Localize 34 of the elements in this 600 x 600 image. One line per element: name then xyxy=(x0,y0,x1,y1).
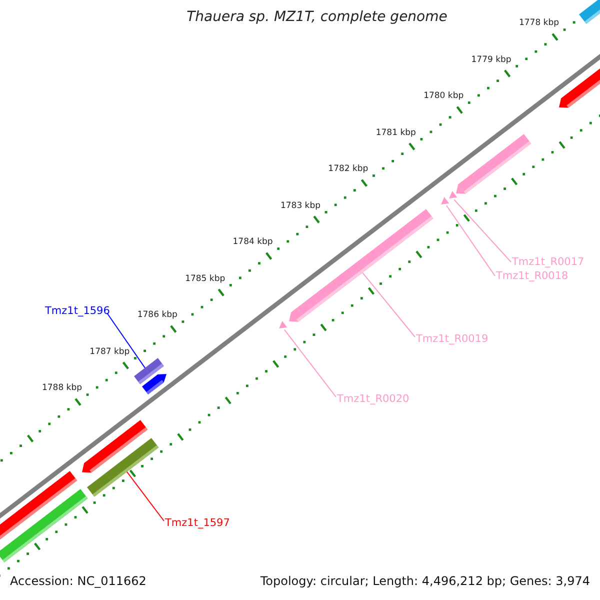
leader-line xyxy=(446,205,496,276)
gene-feature-block xyxy=(456,134,531,194)
scale-label: 1786 kbp xyxy=(137,310,178,320)
scale-label: 1781 kbp xyxy=(376,128,416,138)
leader-line xyxy=(454,199,512,262)
gene-label: Tmz1t_R0019 xyxy=(416,333,488,346)
leader-line xyxy=(284,329,336,398)
footer-note: Topology: circular; Length: 4,496,212 bp; Genes: 3,974 xyxy=(260,574,590,588)
footer-note: Accession: NC_011662 xyxy=(10,574,146,588)
map-title: Thauera sp. MZ1T, complete genome xyxy=(186,9,448,25)
scale-label: 1782 kbp xyxy=(328,164,368,174)
gene-feature-block xyxy=(0,488,88,562)
gene-feature-marker xyxy=(448,191,458,199)
scale-label: 1785 kbp xyxy=(185,274,226,284)
gene-feature-marker xyxy=(279,321,288,329)
gene-feature-marker xyxy=(441,197,450,205)
scale-label: 1780 kbp xyxy=(424,91,464,101)
leader-line xyxy=(362,272,416,338)
gene-label: Tmz1t_R0018 xyxy=(496,270,568,283)
leader-line xyxy=(126,471,164,522)
scale-label: 1788 kbp xyxy=(42,383,82,393)
gene-label: Tmz1t_R0020 xyxy=(337,393,410,406)
gene-feature-block xyxy=(288,208,433,322)
gene-label: Tmz1t_1597 xyxy=(165,517,230,530)
gene-label: Tmz1t_R0017 xyxy=(512,256,584,269)
scale-label: 1783 kbp xyxy=(280,200,321,210)
gene-feature-block xyxy=(86,438,158,497)
scale-label: 1778 kbp xyxy=(518,18,560,28)
scale-label: 1779 kbp xyxy=(471,54,512,64)
gene-feature-block xyxy=(142,374,167,395)
scale-label: 1784 kbp xyxy=(232,237,273,247)
leader-line xyxy=(106,312,146,369)
gene-label: Tmz1t_1596 xyxy=(45,305,110,318)
scale-label: 1787 kbp xyxy=(90,346,130,356)
